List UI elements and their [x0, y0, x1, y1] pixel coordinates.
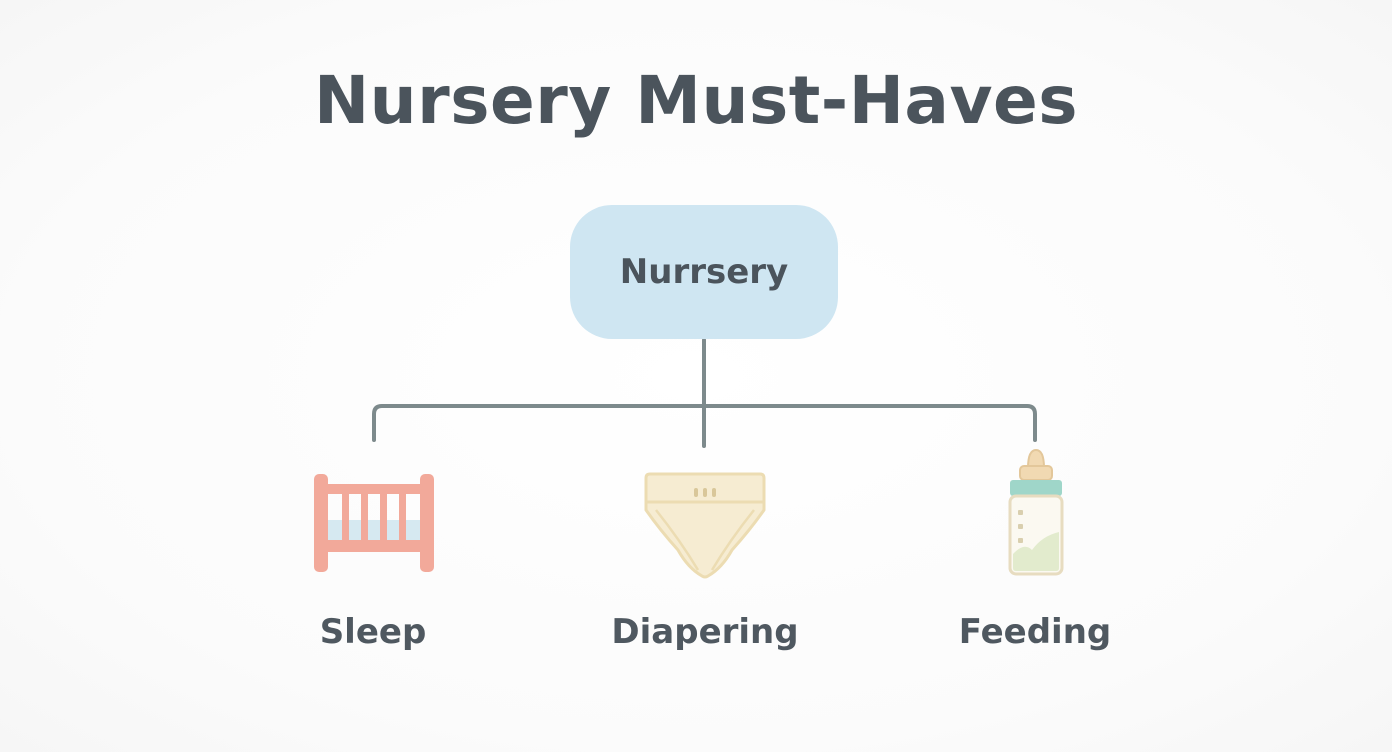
diagram-title: Nursery Must-Haves: [313, 62, 1079, 139]
baby-bottle-icon: [1008, 448, 1064, 576]
horizontal-branch-line: [372, 404, 1037, 442]
root-label: Nurrsery: [619, 252, 789, 292]
branch-label-diapering: Diapering: [611, 612, 799, 652]
crib-icon: [314, 474, 434, 572]
root-node: Nurrsery: [570, 205, 838, 339]
branch-label-sleep: Sleep: [319, 612, 427, 652]
branch-label-feeding: Feeding: [958, 612, 1112, 652]
diaper-icon: [644, 472, 766, 579]
